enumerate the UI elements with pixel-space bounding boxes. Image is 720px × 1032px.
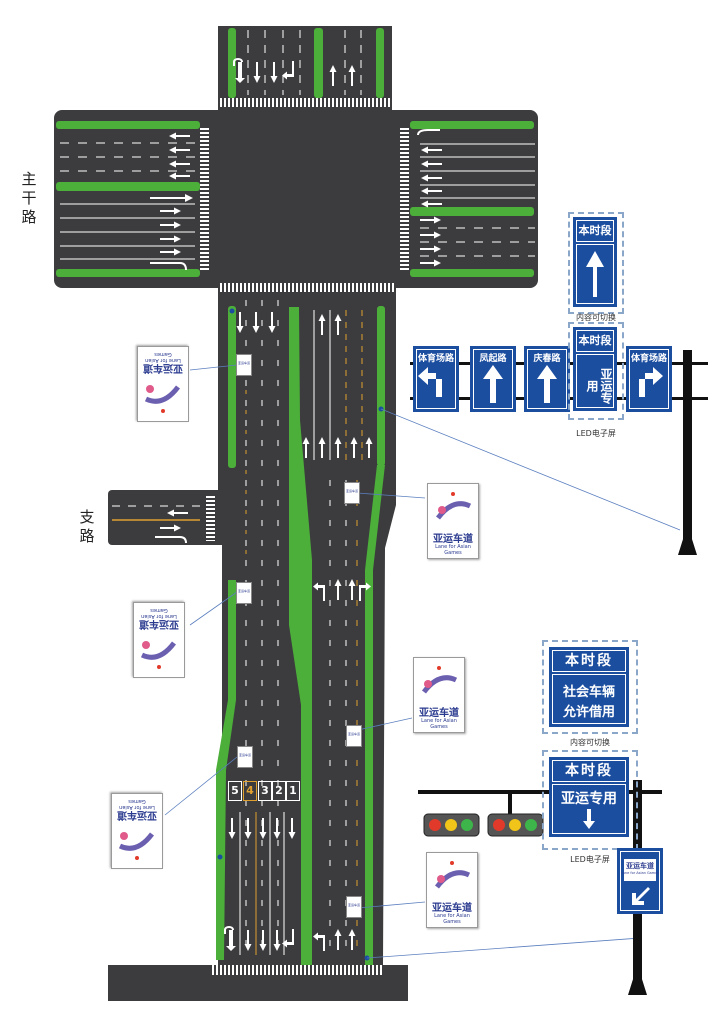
lane-number: 3 (258, 781, 272, 801)
led-state-frame (568, 212, 624, 314)
lane-poster: 亚运车道 Lane for Asian Games (413, 657, 465, 733)
lane-number: 5 (228, 781, 242, 801)
green-medians (56, 28, 534, 965)
led-top-state1: 本时段 (573, 217, 617, 307)
straight-arrow-icon (483, 365, 503, 403)
led-screen-caption: LED电子屏 (570, 855, 610, 864)
led-state-frame (542, 750, 638, 850)
down-left-arrow-icon (632, 887, 650, 905)
straight-arrow-icon (586, 251, 604, 297)
content-switch-caption: 内容可切换 (570, 738, 610, 747)
lane-poster: 亚运车道 Lane for Asian Games (137, 346, 189, 422)
west-markings (60, 132, 195, 271)
lane-number: 2 (272, 781, 286, 801)
down-arrow-icon (583, 809, 595, 829)
branch-road-label: 支路 (79, 508, 95, 545)
branch-markings (112, 505, 200, 544)
lane-number: 4 (243, 781, 257, 801)
led-top-state2: 本时段 亚运专用 (573, 327, 617, 411)
lane-poster: 亚运车道 Lane for Asian Games (133, 602, 185, 678)
main-road-label: 主干路 (21, 170, 37, 226)
curb-corners (208, 100, 404, 556)
led-bottom-state1: 本时段 社会车辆 允许借用 (549, 647, 629, 727)
callout-lines (164, 364, 681, 959)
direction-panel-left-turn: 体育场路 (413, 346, 459, 412)
south-markings (224, 300, 373, 960)
lane-poster: 亚运车道 Lane for Asian Games (426, 852, 478, 928)
traffic-lights (423, 813, 544, 837)
mini-sign: 亚运车道 (236, 354, 252, 376)
pole-lane-sign: 亚运车道 Lane for Asian Games (617, 848, 663, 914)
green-light-icon (461, 819, 473, 831)
north-markings (233, 30, 362, 95)
led-screen-caption: LED电子屏 (576, 429, 616, 438)
red-light-icon (429, 819, 441, 831)
direction-panel-straight: 凤起路 (470, 346, 516, 412)
turn-right-arrow-icon (639, 367, 663, 397)
led-state-frame (568, 322, 624, 420)
content-switch-caption: 内容可切换 (576, 313, 616, 322)
mini-sign: 亚运车道 (344, 482, 360, 504)
lane-poster: 亚运车道 Lane for Asian Games (427, 483, 479, 559)
mini-sign: 亚运车道 (236, 582, 252, 604)
direction-panel-right-turn: 体育场路 (626, 346, 672, 412)
lane-poster: 亚运车道 Lane for Asian Games (111, 793, 163, 869)
east-markings (417, 129, 535, 267)
turn-left-arrow-icon (418, 367, 442, 397)
led-state-frame (542, 640, 638, 734)
yellow-light-icon (445, 819, 457, 831)
mini-sign: 亚运车道 (346, 725, 362, 747)
lane-number: 1 (286, 781, 300, 801)
led-bottom-state2: 本时段 亚运专用 (549, 757, 629, 837)
direction-panel-straight-2: 庆春路 (524, 346, 570, 412)
straight-arrow-icon (537, 365, 557, 403)
mini-sign: 亚运车道 (237, 746, 253, 768)
mini-sign: 亚运车道 (346, 896, 362, 918)
crosswalks (200, 98, 409, 975)
